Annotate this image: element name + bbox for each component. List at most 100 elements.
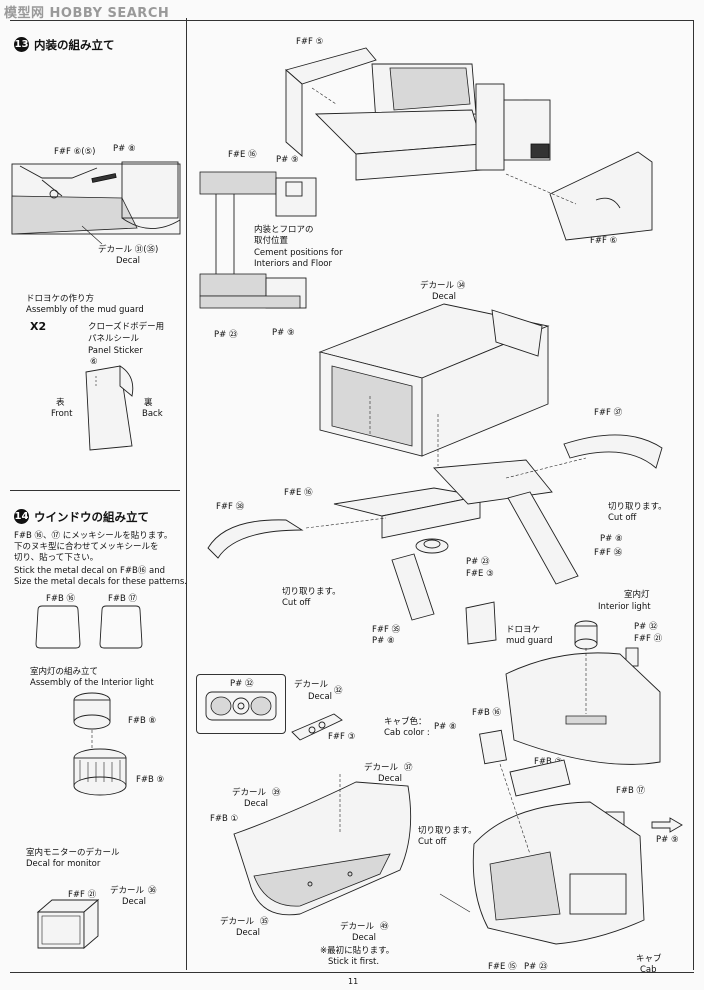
part-ph8-label: P# ⑧ — [113, 144, 136, 154]
monitor-decal-num: ㊱ — [148, 886, 157, 896]
lower-fb16: F#B ⑯ — [472, 708, 502, 718]
floor-tub-diagram — [233, 774, 412, 916]
top-ph9b: P# ⑨ — [272, 328, 295, 338]
top-ph23: P# ㉓ — [214, 330, 238, 340]
monitor-decal-jp: デカール — [110, 886, 145, 896]
decal32-en: Decal — [308, 692, 333, 702]
decal32-num: ㉜ — [334, 686, 343, 696]
x2-mark: X2 — [30, 320, 47, 333]
first-en: Stick it first. — [328, 957, 380, 967]
cut2-en: Cut off — [282, 598, 311, 608]
lower-fe15: F#E ⑮ — [488, 962, 517, 972]
step-divider — [10, 490, 180, 491]
lower-fb17: F#B ⑰ — [616, 786, 646, 796]
mud-guard-piece — [465, 601, 497, 645]
floor-section-diagram — [199, 171, 317, 309]
lower-cut-en: Cut off — [418, 837, 447, 847]
part-ff6-label: F#F ⑥(⑤) — [54, 147, 96, 157]
dash-piece — [291, 713, 343, 741]
light-part-fb8: F#B ⑧ — [128, 716, 157, 726]
decal37-jp: デカール — [364, 763, 399, 773]
lower-ff21: F#F ㉑ — [634, 634, 663, 644]
decal32-jp: デカール — [294, 680, 329, 690]
decal37-num: ㊲ — [404, 763, 413, 773]
decal54-jp: デカール — [340, 922, 375, 932]
lower-ph9: P# ⑨ — [656, 835, 679, 845]
decal32-preview — [205, 691, 277, 721]
lower-pc32b: P# ㉜ — [634, 622, 658, 632]
step14-instr1: F#B ⑯、⑰ にメッキシールを貼ります。 — [14, 531, 173, 541]
decal54-en: Decal — [352, 933, 377, 943]
panel-sticker-jp1: クローズドボデー用 — [88, 322, 165, 332]
lower-ff3: F#F ③ — [328, 732, 356, 742]
step14-instr5: Size the metal decals for these patterns… — [14, 577, 187, 587]
chassis-floor-diagram — [207, 434, 663, 621]
top-ph9a: P# ⑨ — [276, 155, 299, 165]
mud-en: mud guard — [506, 636, 553, 646]
cement-en1: Cement positions for — [254, 248, 343, 258]
right-border — [693, 20, 694, 970]
interior-assembly-diagram — [285, 47, 653, 241]
mud-guard-title-en: Assembly of the mud guard — [26, 305, 144, 315]
decal-31-label-en: Decal — [116, 256, 141, 266]
cut1-jp: 切り取ります。 — [608, 502, 667, 512]
step14-instr2: 下のヌキ型に合わせてメッキシールを — [14, 542, 159, 552]
cabcolor-jp: キャブ色： — [384, 717, 427, 727]
arrow-forward-icon — [651, 817, 683, 833]
watermark-logo: 模型网 HOBBY SEARCH — [4, 6, 170, 21]
decal39-num: ㊴ — [272, 788, 281, 798]
monitor-title-en: Decal for monitor — [26, 859, 101, 869]
page-number: 11 — [348, 977, 359, 986]
interior-light-diagram — [73, 692, 127, 796]
bottom-border — [10, 972, 694, 973]
light-jp: 室内灯 — [624, 590, 650, 600]
mid-ff38: F#F ㊳ — [216, 502, 245, 512]
cement-jp1: 内装とフロアの — [254, 225, 314, 235]
monitor-decal-en: Decal — [122, 897, 147, 907]
lower-pc32: P# ㉜ — [230, 679, 254, 689]
mid-ff35: F#F ㉟ — [372, 625, 401, 635]
light-part-fb9: F#B ⑨ — [136, 775, 165, 785]
front-jp: 表 — [56, 398, 65, 408]
decal32-panel — [196, 674, 286, 734]
column-divider — [186, 18, 187, 970]
step-14-title: ウインドウの組み立て — [34, 510, 149, 524]
cabcolor-en: Cab color : — [384, 728, 430, 738]
mud-jp: ドロヨケ — [506, 625, 541, 635]
monitor-title-jp: 室内モニターのデカール — [26, 848, 120, 858]
interior-light-title-en: Assembly of the Interior light — [30, 678, 154, 688]
mud-guard-diagram — [85, 365, 134, 451]
pattern-fb16-label: F#B ⑯ — [46, 594, 76, 604]
decal39-jp: デカール — [232, 788, 267, 798]
cab-jp: キャブ — [636, 954, 662, 964]
roof-diagram — [505, 620, 661, 765]
top-ff5: F#F ⑤ — [296, 37, 324, 47]
top-fe16: F#E ⑯ — [228, 150, 257, 160]
step-13-badge: 13 — [14, 37, 29, 52]
cabcolor-part: P# ⑧ — [434, 722, 457, 732]
lower-cut-jp: 切り取ります。 — [418, 826, 477, 836]
top-divider — [10, 20, 694, 21]
body-shell-diagram — [318, 303, 550, 466]
step-13-title: 内装の組み立て — [34, 38, 115, 52]
monitor-part-ff21: F#F ㉑ — [68, 890, 97, 900]
back-en: Back — [142, 409, 163, 419]
top-ff6: F#F ⑥ — [590, 236, 618, 246]
decal37-en: Decal — [378, 774, 403, 784]
lower-ph23: P# ㉓ — [524, 962, 548, 972]
decal35-jp: デカール — [220, 917, 255, 927]
cut1-en: Cut off — [608, 513, 637, 523]
lower-fb2: F#B ② — [534, 757, 563, 767]
panel-sticker-en: Panel Sticker — [88, 346, 143, 356]
monitor-diagram — [36, 899, 100, 949]
mid-ff37: F#F ㊲ — [594, 408, 623, 418]
pattern-fb17-label: F#B ⑰ — [108, 594, 138, 604]
mid-ph8: P# ⑧ — [600, 534, 623, 544]
decal39-en: Decal — [244, 799, 269, 809]
step14-instr4: Stick the metal decal on F#B⑯ and — [14, 566, 166, 576]
light-en: Interior light — [598, 602, 651, 612]
decal35-en: Decal — [236, 928, 261, 938]
mud-guard-title-jp: ドロヨケの作り方 — [26, 294, 95, 304]
decal54-num: ㊾ — [380, 922, 389, 932]
cut2-jp: 切り取ります。 — [282, 587, 341, 597]
